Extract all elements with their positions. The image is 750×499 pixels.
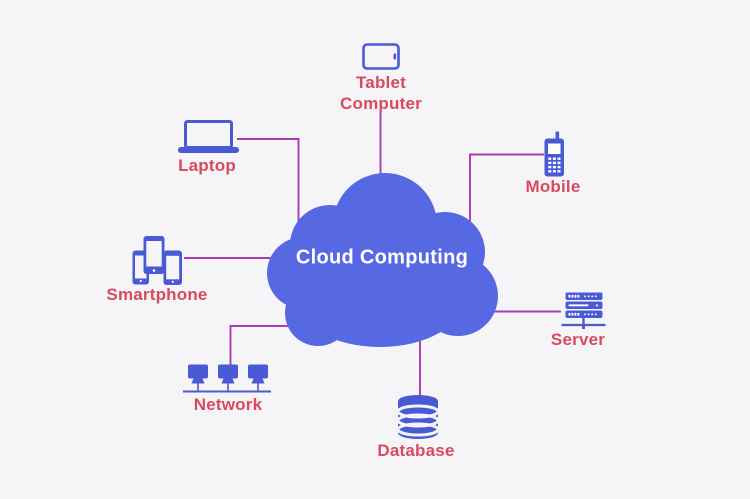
mobile-label: Mobile (525, 177, 581, 196)
cloud-title: Cloud Computing (295, 246, 469, 269)
connector-cloud-laptop (237, 138, 300, 240)
smartphone-label: Smartphone (106, 285, 208, 304)
connector-cloud-mobile (469, 153, 544, 235)
database-icon (396, 395, 440, 439)
mobile-icon (544, 131, 564, 177)
laptop-label: Laptop (178, 156, 236, 175)
network-icon (183, 364, 271, 393)
server-icon (561, 292, 606, 329)
tablet-icon (362, 43, 400, 70)
network-label: Network (193, 395, 263, 414)
laptop-icon (178, 120, 239, 153)
smartphone-icon (132, 236, 182, 285)
cloud-shape (267, 173, 498, 347)
tablet-label: Tablet Computer (340, 73, 422, 113)
database-label: Database (377, 441, 455, 460)
server-label: Server (550, 330, 606, 349)
